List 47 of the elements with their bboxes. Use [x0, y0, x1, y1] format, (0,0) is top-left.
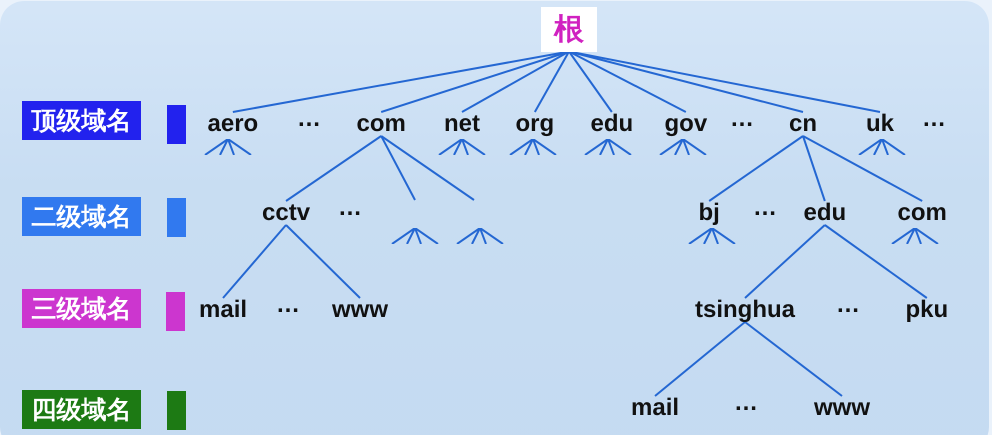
level-tag: 三级域名	[22, 289, 141, 328]
branch-line	[654, 321, 746, 397]
branch-line	[802, 135, 923, 202]
branch-line	[380, 136, 416, 200]
domain-label: edu	[804, 201, 846, 225]
domain-label: gov	[664, 112, 708, 136]
domain-label: www	[814, 396, 870, 420]
ellipsis: …	[730, 109, 754, 129]
ellipsis: …	[297, 109, 321, 129]
level-tag: 顶级域名	[22, 101, 141, 140]
branch-line	[222, 224, 287, 299]
domain-label: org	[516, 112, 554, 136]
branch-line	[568, 50, 613, 113]
ellipsis: …	[836, 295, 860, 315]
domain-label: bj	[698, 201, 720, 225]
domain-label: com	[898, 201, 947, 225]
branch-line	[380, 135, 475, 201]
domain-label: cctv	[262, 201, 310, 225]
ellipsis: …	[753, 198, 777, 218]
domain-label: uk	[866, 112, 894, 136]
domain-label: mail	[631, 396, 680, 420]
level-tag: 二级域名	[22, 197, 141, 236]
domain-label: edu	[590, 112, 634, 136]
ellipsis: …	[276, 295, 300, 315]
root-box: 根	[541, 6, 597, 52]
domain-label: com	[356, 112, 406, 136]
branch-line	[285, 224, 361, 299]
domain-label: pku	[906, 298, 948, 322]
branch-line	[802, 136, 826, 202]
branch-line	[824, 224, 928, 299]
ellipsis: …	[734, 393, 758, 413]
domain-label: www	[332, 298, 388, 322]
branch-line	[744, 224, 826, 299]
branch-line	[285, 135, 382, 202]
ellipsis: …	[922, 109, 946, 129]
domain-label: tsinghua	[695, 298, 795, 322]
branch-line	[744, 321, 843, 397]
branch-line	[534, 51, 570, 112]
domain-label: aero	[208, 112, 258, 136]
level-tag: 四级域名	[22, 390, 141, 429]
branch-line	[568, 50, 686, 113]
domain-label: mail	[199, 298, 248, 322]
domain-label: net	[444, 112, 480, 136]
ellipsis: …	[338, 198, 362, 218]
branch-line	[462, 50, 570, 113]
domain-label: cn	[789, 112, 818, 136]
branch-line	[708, 135, 804, 202]
